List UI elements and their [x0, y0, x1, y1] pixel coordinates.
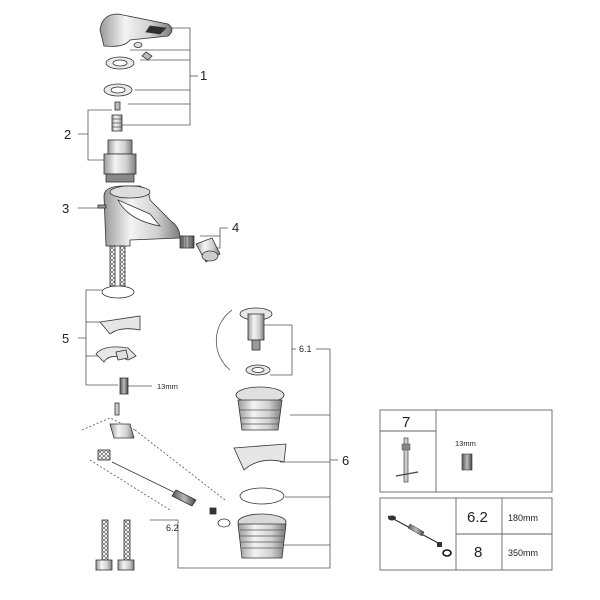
callout-5: 5 — [62, 331, 69, 346]
popup-rod — [111, 461, 231, 528]
lever-handle — [99, 13, 173, 47]
table-7-ref: 7 — [402, 414, 410, 431]
table-rod-lengths: 6.2 180mm 8 350mm — [379, 497, 553, 571]
table-7-size: 13mm — [455, 439, 476, 448]
cartridge — [103, 139, 137, 183]
tap-body — [97, 185, 195, 249]
callout-6: 6 — [342, 453, 349, 468]
callout-labels: 1 2 3 4 5 6 6.1 6.2 13mm — [62, 68, 349, 533]
callout-6-1: 6.1 — [299, 344, 312, 354]
popup-stopper — [239, 307, 273, 376]
table-row2-ref: 8 — [474, 544, 482, 561]
callout-6-2: 6.2 — [166, 523, 179, 533]
table-row1-length: 180mm — [508, 513, 538, 523]
callout-3: 3 — [62, 201, 69, 216]
swivel-part — [195, 237, 221, 263]
table-row2-length: 350mm — [508, 548, 538, 558]
table-row1-ref: 6.2 — [467, 509, 488, 526]
parts — [95, 13, 287, 571]
table-7: 7 13mm — [379, 409, 553, 493]
callout-1: 1 — [200, 68, 207, 83]
callout-4: 4 — [232, 220, 239, 235]
dimension-13mm: 13mm — [157, 382, 178, 391]
callout-2: 2 — [64, 127, 71, 142]
drain-body — [233, 386, 287, 559]
